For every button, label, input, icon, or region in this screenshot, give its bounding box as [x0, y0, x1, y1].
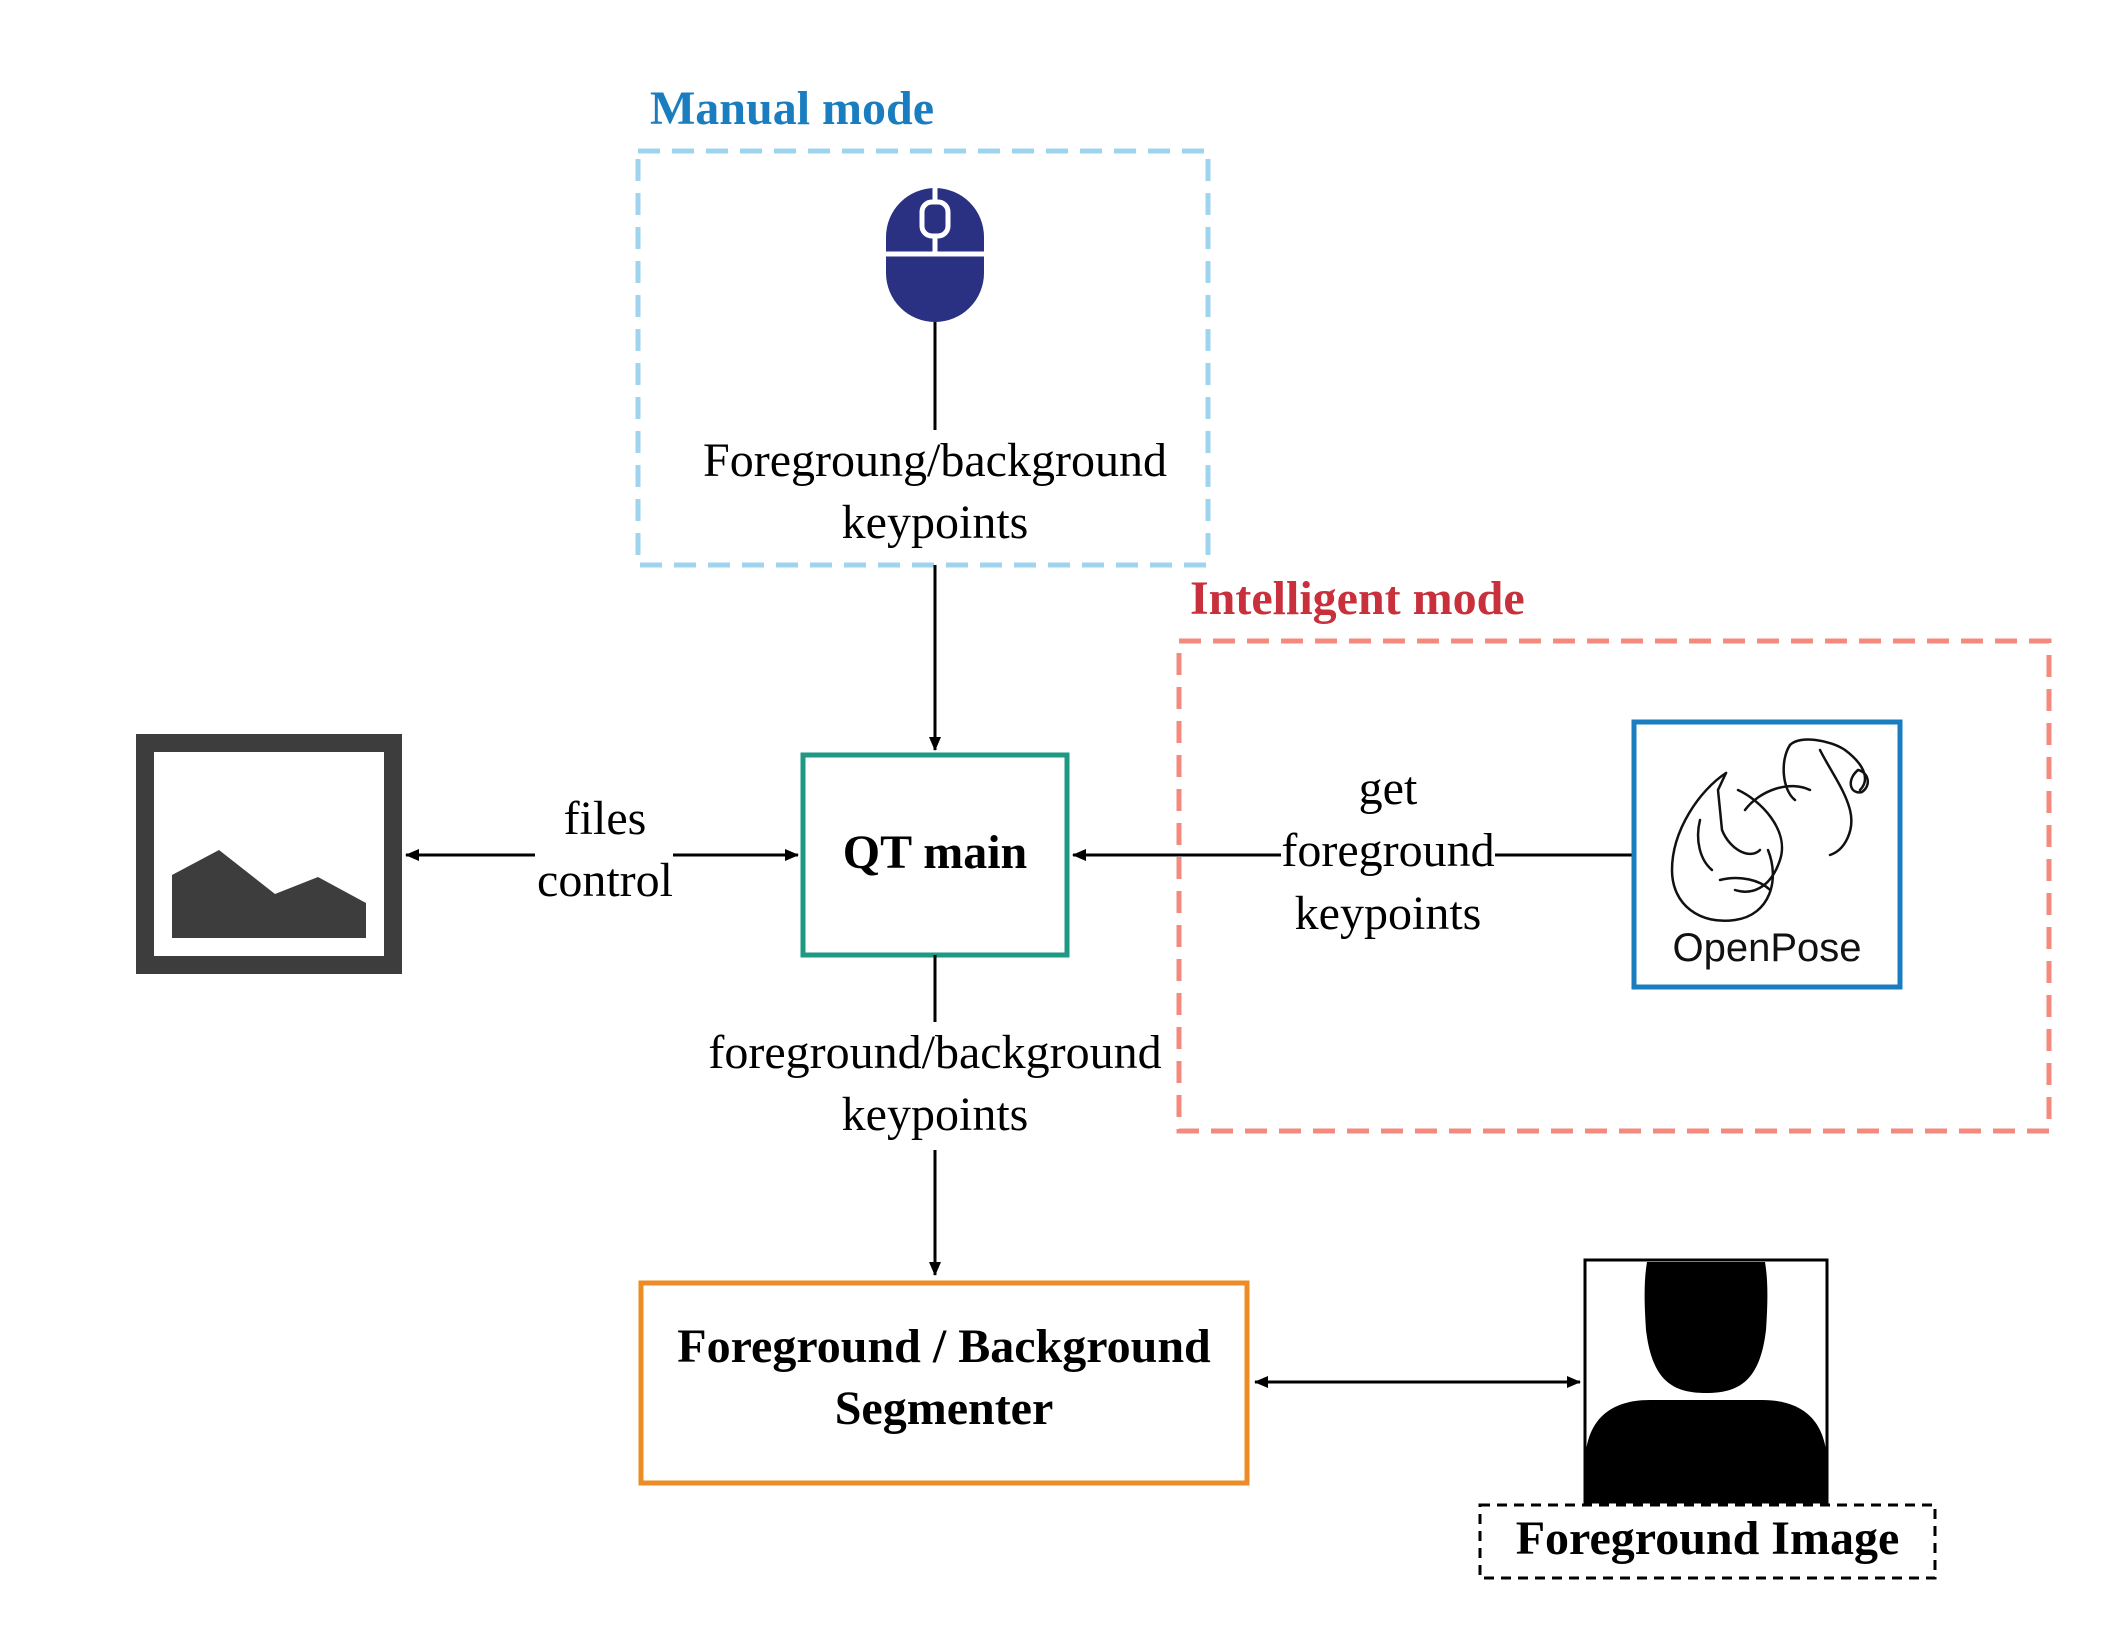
manual-mode-frame [635, 148, 1211, 568]
person-silhouette-icon [1583, 1258, 1829, 1504]
manual-keypoints-label: Foregroung/background keypoints [685, 430, 1185, 555]
intelligent-mode-title: Intelligent mode [1190, 572, 1525, 625]
manual-keypoints-label-line1: Foregroung/background [703, 430, 1167, 493]
files-control-label-line1: files [563, 788, 647, 851]
manual-keypoints-label-line2: keypoints [841, 492, 1029, 555]
manual-mode-title: Manual mode [650, 82, 935, 135]
files-control-label-line2: control [537, 850, 673, 913]
get-foreground-keypoints-label: get foreground keypoints [1258, 758, 1518, 946]
segmenter-keypoints-label-line2: keypoints [841, 1084, 1029, 1147]
files-control-label: files control [505, 788, 705, 913]
segmenter-label: Foreground / Background Segmenter [641, 1316, 1247, 1441]
foreground-image-caption: Foreground Image [1515, 1512, 1900, 1565]
segmenter-label-line2: Segmenter [834, 1382, 1054, 1436]
get-keypoints-line2: foreground [1281, 820, 1495, 883]
openpose-logo-text: OpenPose [1672, 926, 1862, 970]
segmenter-keypoints-label: foreground/background keypoints [685, 1022, 1185, 1147]
get-keypoints-line3: keypoints [1294, 882, 1482, 946]
segmenter-keypoints-label-line1: foreground/background [708, 1022, 1162, 1085]
openpose-logo-box [1631, 719, 1903, 990]
qt-main-label: QT main [842, 826, 1028, 879]
segmenter-label-line1: Foreground / Background [677, 1320, 1211, 1373]
openpose-figure-icon [1670, 738, 1870, 922]
image-file-icon [136, 734, 402, 974]
mouse-icon [886, 188, 984, 322]
foreground-image-caption-frame [1478, 1503, 1937, 1580]
segmenter-box [638, 1280, 1250, 1486]
get-keypoints-line1: get [1358, 758, 1418, 821]
